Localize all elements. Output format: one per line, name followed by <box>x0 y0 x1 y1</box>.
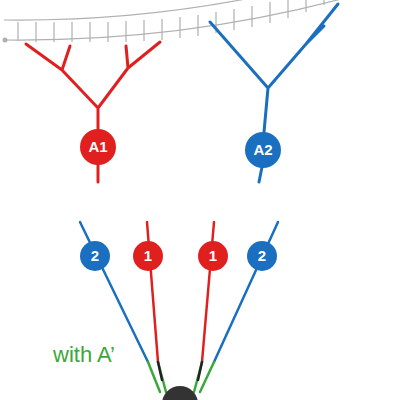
grid-ticks <box>18 0 324 42</box>
dendrite-tree <box>210 4 338 132</box>
blue-dendrite <box>210 4 338 182</box>
blue-axon <box>214 222 278 362</box>
grid-edge <box>4 0 330 20</box>
neuron-circle: 1 <box>133 241 163 271</box>
grid-dot <box>3 38 8 43</box>
neuron-label: 2 <box>91 248 99 264</box>
neuron-circle: 2 <box>247 241 277 271</box>
neuron-label: 2 <box>258 248 266 264</box>
target-cell <box>162 386 198 400</box>
neuron-label: 1 <box>144 248 152 264</box>
neuron-circle: A1 <box>80 129 116 165</box>
neuron-label: 1 <box>209 248 217 264</box>
neuron-label: A2 <box>253 142 272 158</box>
blue-axon <box>80 222 148 362</box>
axon-stub <box>259 167 262 182</box>
neuron-circle: 1 <box>198 241 228 271</box>
neuron-circle: A2 <box>245 132 281 168</box>
neuron-circle: 2 <box>80 241 110 271</box>
dark-segments <box>158 362 202 380</box>
dendrite-tree <box>26 42 160 130</box>
annotation-text: with A’ <box>48 340 120 370</box>
axon-stub <box>97 164 100 182</box>
red-dendrite <box>26 42 160 182</box>
neuron-label: A1 <box>88 139 107 155</box>
curved-grid <box>3 0 346 43</box>
